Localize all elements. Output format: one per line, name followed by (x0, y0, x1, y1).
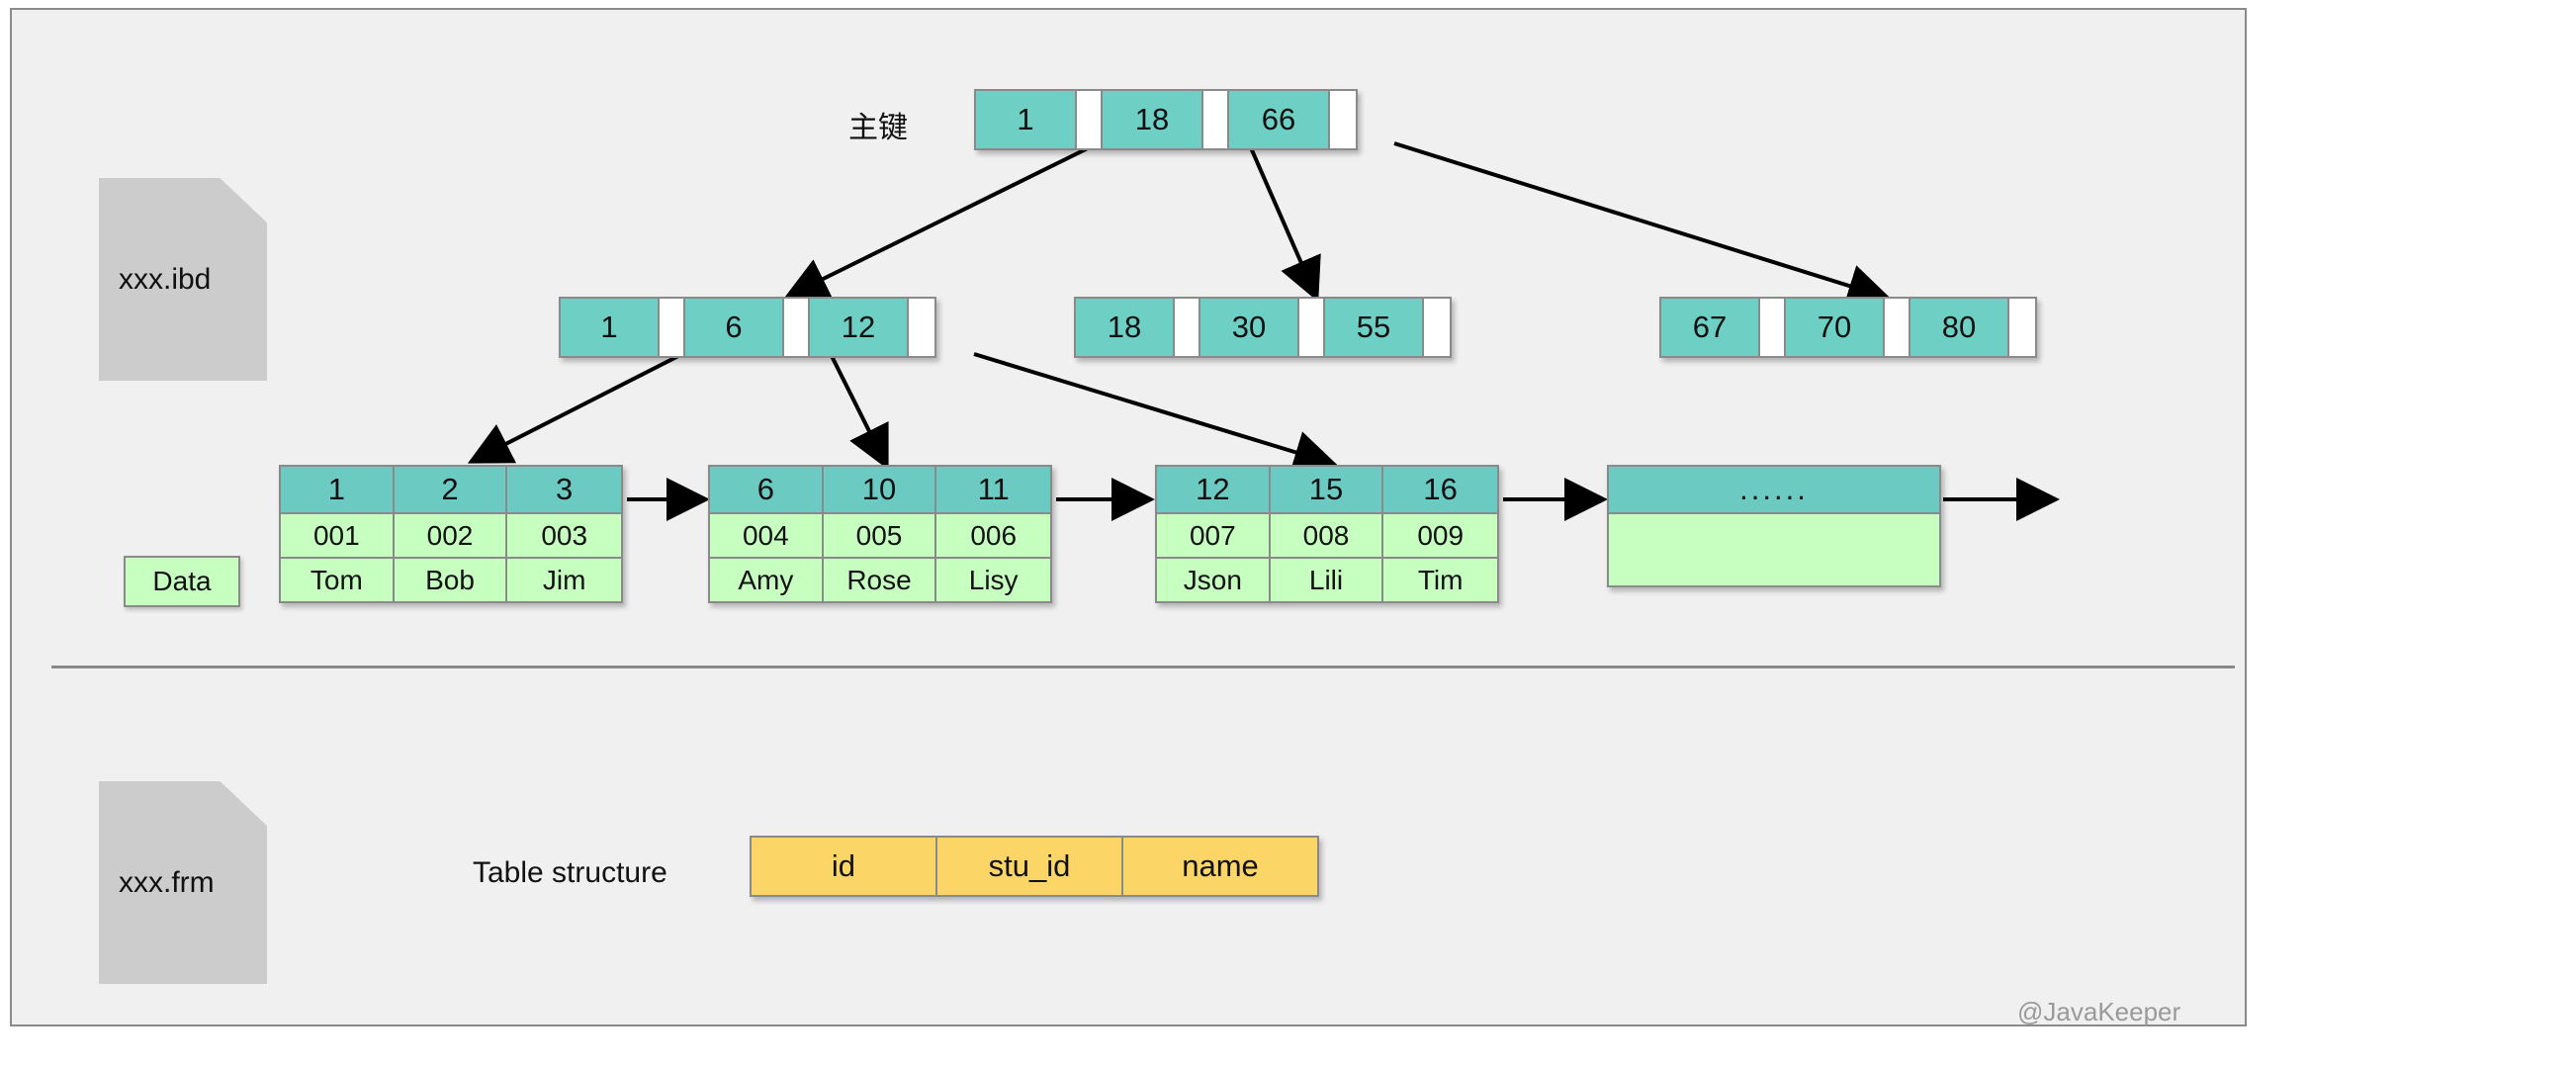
leaf3-name-cell-1: Lili (1270, 557, 1384, 601)
leaf2-name-cell-1: Rose (823, 557, 937, 601)
root-pointer-cell-1[interactable] (1203, 91, 1229, 148)
leaf-overflow-ellipsis: ...... (1609, 467, 1939, 512)
leaf2-name-cell-0: Amy (710, 557, 824, 601)
root-key-cell-1[interactable]: 18 (1103, 91, 1203, 148)
leaf1-name-row: Tom Bob Jim (281, 557, 621, 601)
internal-index-node-1[interactable]: 1 6 12 (559, 297, 936, 358)
leaf-overflow-body (1609, 512, 1939, 585)
internal1-key-cell-2[interactable]: 12 (810, 299, 909, 356)
leaf2-stuid-cell-2: 006 (936, 512, 1050, 557)
frm-file-icon: xxx.frm (99, 781, 267, 984)
internal2-key-cell-0[interactable]: 18 (1076, 299, 1175, 356)
internal1-key-cell-0[interactable]: 1 (561, 299, 660, 356)
leaf3-key-cell-1[interactable]: 15 (1270, 467, 1384, 512)
internal2-key-cell-1[interactable]: 30 (1200, 299, 1299, 356)
internal3-key-cell-2[interactable]: 80 (1910, 299, 2009, 356)
leaf2-key-cell-0[interactable]: 6 (710, 467, 824, 512)
leaf3-stuid-cell-0: 007 (1157, 512, 1271, 557)
leaf1-key-cell-1[interactable]: 2 (394, 467, 508, 512)
leaf1-stuid-row: 001 002 003 (281, 512, 621, 557)
internal3-pointer-cell-2[interactable] (2009, 299, 2035, 356)
leaf3-key-cell-2[interactable]: 16 (1383, 467, 1497, 512)
internal1-pointer-cell-2[interactable] (909, 299, 934, 356)
leaf1-name-cell-0: Tom (281, 557, 395, 601)
table-column-stu-id[interactable]: stu_id (937, 838, 1123, 895)
leaf2-stuid-cell-1: 005 (823, 512, 937, 557)
leaf1-name-cell-2: Jim (507, 557, 621, 601)
primary-key-label: 主键 (848, 112, 908, 144)
section-divider (51, 666, 2235, 668)
internal3-pointer-cell-1[interactable] (1885, 299, 1910, 356)
leaf3-stuid-row: 007 008 009 (1157, 512, 1497, 557)
leaf1-name-cell-1: Bob (394, 557, 508, 601)
leaf3-name-cell-0: Json (1157, 557, 1271, 601)
ibd-file-icon: xxx.ibd (99, 178, 267, 381)
leaf3-name-row: Json Lili Tim (1157, 557, 1497, 601)
leaf2-stuid-row: 004 005 006 (710, 512, 1050, 557)
leaf3-stuid-cell-1: 008 (1270, 512, 1384, 557)
ibd-file-label: xxx.ibd (119, 262, 212, 296)
leaf2-name-row: Amy Rose Lisy (710, 557, 1050, 601)
root-key-cell-2[interactable]: 66 (1229, 91, 1330, 148)
root-index-node[interactable]: 1 18 66 (974, 89, 1358, 150)
internal2-pointer-cell-2[interactable] (1424, 299, 1450, 356)
internal2-pointer-cell-1[interactable] (1299, 299, 1325, 356)
leaf-node-3[interactable]: 12 15 16 007 008 009 Json Lili Tim (1155, 465, 1499, 603)
leaf2-name-cell-2: Lisy (936, 557, 1050, 601)
table-structure-row[interactable]: id stu_id name (750, 836, 1319, 897)
leaf2-stuid-cell-0: 004 (710, 512, 824, 557)
root-pointer-cell-0[interactable] (1077, 91, 1103, 148)
leaf2-key-cell-2[interactable]: 11 (936, 467, 1050, 512)
table-structure-label: Table structure (473, 856, 667, 889)
leaf2-key-cell-1[interactable]: 10 (823, 467, 937, 512)
leaf1-key-cell-2[interactable]: 3 (507, 467, 621, 512)
leaf1-stuid-cell-1: 002 (394, 512, 508, 557)
leaf3-stuid-cell-2: 009 (1383, 512, 1497, 557)
internal2-pointer-cell-0[interactable] (1175, 299, 1200, 356)
internal-index-node-3[interactable]: 67 70 80 (1659, 297, 2037, 358)
internal1-pointer-cell-0[interactable] (660, 299, 685, 356)
root-pointer-cell-2[interactable] (1330, 91, 1356, 148)
data-legend-chip: Data (124, 556, 240, 607)
table-column-name[interactable]: name (1123, 838, 1317, 895)
leaf-node-2[interactable]: 6 10 11 004 005 006 Amy Rose Lisy (708, 465, 1052, 603)
leaf1-key-row: 1 2 3 (281, 467, 621, 512)
leaf3-name-cell-2: Tim (1383, 557, 1497, 601)
watermark-javakeeper: @JavaKeeper (2017, 997, 2181, 1026)
leaf-node-overflow[interactable]: ...... (1607, 465, 1941, 587)
leaf3-key-cell-0[interactable]: 12 (1157, 467, 1271, 512)
leaf3-key-row: 12 15 16 (1157, 467, 1497, 512)
internal3-pointer-cell-0[interactable] (1760, 299, 1786, 356)
leaf2-key-row: 6 10 11 (710, 467, 1050, 512)
internal2-key-cell-2[interactable]: 55 (1325, 299, 1424, 356)
internal1-key-cell-1[interactable]: 6 (685, 299, 784, 356)
leaf-node-1[interactable]: 1 2 3 001 002 003 Tom Bob Jim (279, 465, 623, 603)
internal3-key-cell-1[interactable]: 70 (1786, 299, 1885, 356)
root-key-cell-0[interactable]: 1 (976, 91, 1077, 148)
internal3-key-cell-0[interactable]: 67 (1661, 299, 1760, 356)
leaf1-stuid-cell-2: 003 (507, 512, 621, 557)
internal-index-node-2[interactable]: 18 30 55 (1074, 297, 1452, 358)
internal1-pointer-cell-1[interactable] (784, 299, 810, 356)
leaf1-key-cell-0[interactable]: 1 (281, 467, 395, 512)
table-column-id[interactable]: id (752, 838, 937, 895)
leaf1-stuid-cell-0: 001 (281, 512, 395, 557)
frm-file-label: xxx.frm (119, 865, 215, 899)
